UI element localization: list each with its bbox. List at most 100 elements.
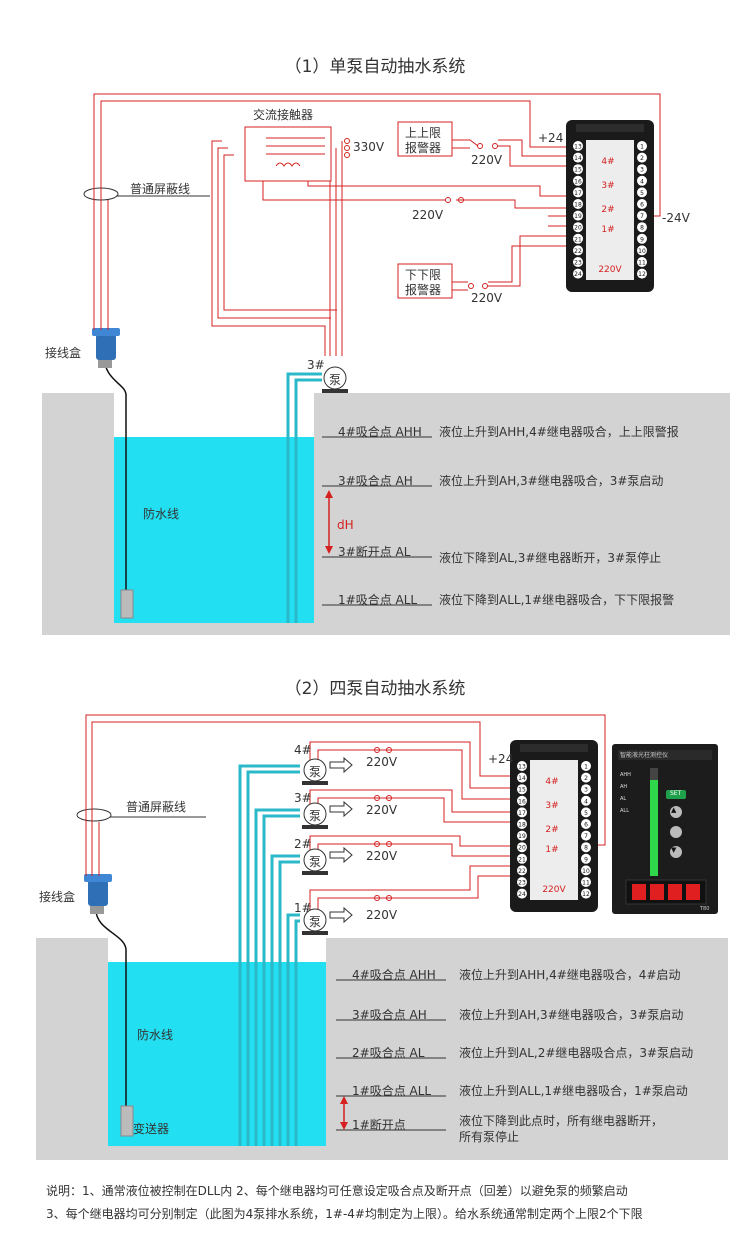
- pump-char-label-1: 泵: [329, 373, 342, 387]
- terminal-label-18: 18: [574, 202, 582, 209]
- pump-1-number: 1#: [294, 901, 312, 915]
- upper-alarm-label-2: 报警器: [405, 141, 442, 155]
- relay-voltage-label: 220V: [598, 265, 622, 275]
- terminal-21: [517, 853, 527, 864]
- level-label-ahh-1: 4#吸合点 AHH: [338, 425, 422, 439]
- terminal-1: [581, 761, 591, 771]
- terminal-label-8: 8: [640, 225, 644, 232]
- level-desc-ah-1: 液位上升到AH,3#继电器吸合，3#泵启动: [439, 474, 664, 488]
- terminal-label-6: 6: [584, 822, 588, 829]
- shield-wire-marker-2: [76, 808, 112, 822]
- water-1: [114, 437, 314, 623]
- terminal-17: [517, 807, 527, 818]
- terminal-8: [637, 222, 647, 233]
- level-label-ah-2: 3#吸合点 AH: [352, 1008, 427, 1022]
- relay-label-2#: 2#: [601, 205, 614, 215]
- level-desc-al-2: 液位上升到AL,2#继电器吸合点，3#泵启动: [459, 1046, 694, 1060]
- tank-1: [42, 393, 730, 635]
- wiring-2: [85, 714, 606, 910]
- terminal-label-15: 15: [574, 167, 582, 174]
- terminal-label-1: 1: [640, 144, 644, 151]
- level-desc-all-2: 液位上升到ALL,1#继电器吸合，1#泵启动: [459, 1084, 688, 1098]
- voltage-220-label-a: 220V: [471, 153, 503, 167]
- terminal-3: [637, 164, 647, 175]
- meter-name: 智能液光柱测控仪: [620, 752, 669, 759]
- meter-scale-all: ALL: [620, 808, 629, 814]
- level-transmitter-probe-1: [120, 589, 134, 619]
- diagram2-title: （2）四泵自动抽水系统: [284, 679, 466, 699]
- pump-2-voltage: 220V: [366, 849, 398, 863]
- voltage-220-label-c: 220V: [471, 291, 503, 305]
- terminal-24: [573, 268, 583, 279]
- diagram1-title: （1）单泵自动抽水系统: [284, 57, 466, 77]
- minus24-label: -24V: [662, 211, 690, 225]
- relay-voltage-label: 220V: [542, 885, 566, 895]
- level-label-ahh-2: 4#吸合点 AHH: [352, 968, 436, 982]
- terminal-label-20: 20: [518, 845, 526, 852]
- terminal-5: [581, 807, 591, 818]
- terminal-16: [573, 175, 583, 186]
- terminal-label-9: 9: [584, 856, 588, 863]
- terminal-label-8: 8: [584, 845, 588, 852]
- water-2: [108, 962, 326, 1146]
- level-label-stop-2: 1#断开点: [352, 1118, 406, 1132]
- waterproof-wire-label-2: 防水线: [137, 1028, 174, 1042]
- terminal-label-7: 7: [584, 833, 588, 840]
- shield-wire-label-2: 普通屏蔽线: [126, 800, 187, 814]
- relay-board-2: 1314151617181920212223241234567891011124…: [510, 740, 598, 912]
- terminal-8: [581, 842, 591, 853]
- pump-icon-1: [322, 366, 348, 393]
- lower-alarm-label-1: 下下限: [405, 268, 442, 282]
- plus24-label-2: +24: [488, 752, 514, 766]
- terminal-9: [581, 853, 591, 864]
- terminal-label-11: 11: [582, 880, 590, 887]
- terminal-21: [573, 233, 583, 244]
- terminal-14: [517, 772, 527, 783]
- terminal-label-24: 24: [574, 271, 582, 278]
- terminal-6: [637, 199, 647, 209]
- junction-box-icon-2: [84, 874, 112, 914]
- meter-down-button: ▼: [671, 846, 677, 854]
- level-label-all-2: 1#吸合点 ALL: [352, 1084, 432, 1098]
- level-desc-stop-2b: 所有泵停止: [459, 1130, 520, 1144]
- terminal-label-2: 2: [640, 155, 644, 162]
- terminal-18: [517, 819, 527, 829]
- terminal-3: [581, 784, 591, 795]
- terminal-label-18: 18: [518, 822, 526, 829]
- terminal-6: [581, 819, 591, 829]
- terminal-label-13: 13: [574, 144, 582, 151]
- terminal-9: [637, 233, 647, 244]
- level-transmitter-probe-2: [120, 1105, 134, 1137]
- terminal-4: [637, 175, 647, 186]
- terminal-label-24: 24: [518, 891, 526, 898]
- terminal-label-13: 13: [518, 764, 526, 771]
- pump-3-char: 泵: [309, 809, 322, 823]
- terminal-7: [581, 830, 591, 841]
- shield-wire-label-1: 普通屏蔽线: [130, 182, 191, 196]
- pump-2-number: 2#: [294, 837, 312, 851]
- pump-number-label-1: 3#: [307, 358, 325, 372]
- dh-label: dH: [337, 518, 354, 532]
- level-lines-1: [322, 436, 432, 606]
- tank-2: [36, 938, 728, 1160]
- terminal-label-21: 21: [574, 236, 582, 243]
- relay-label-3#: 3#: [601, 181, 614, 191]
- terminal-label-2: 2: [584, 775, 588, 782]
- terminal-24: [517, 888, 527, 899]
- bargraph-meter: [612, 744, 718, 914]
- level-desc-ah-2: 液位上升到AH,3#继电器吸合，3#泵启动: [459, 1008, 684, 1022]
- terminal-label-7: 7: [640, 213, 644, 220]
- level-label-all-1: 1#吸合点 ALL: [338, 593, 418, 607]
- terminal-12: [581, 888, 591, 899]
- terminal-23: [573, 257, 583, 267]
- pump-icons-2: [302, 756, 353, 935]
- level-lines-2: [336, 979, 446, 1131]
- pump-3-number: 3#: [294, 791, 312, 805]
- terminal-11: [637, 257, 647, 267]
- terminal-2: [581, 772, 591, 783]
- relay-label-1#: 1#: [545, 845, 558, 855]
- terminal-12: [637, 268, 647, 279]
- terminal-label-20: 20: [574, 225, 582, 232]
- terminal-13: [517, 761, 527, 771]
- pump-4-char: 泵: [309, 765, 322, 779]
